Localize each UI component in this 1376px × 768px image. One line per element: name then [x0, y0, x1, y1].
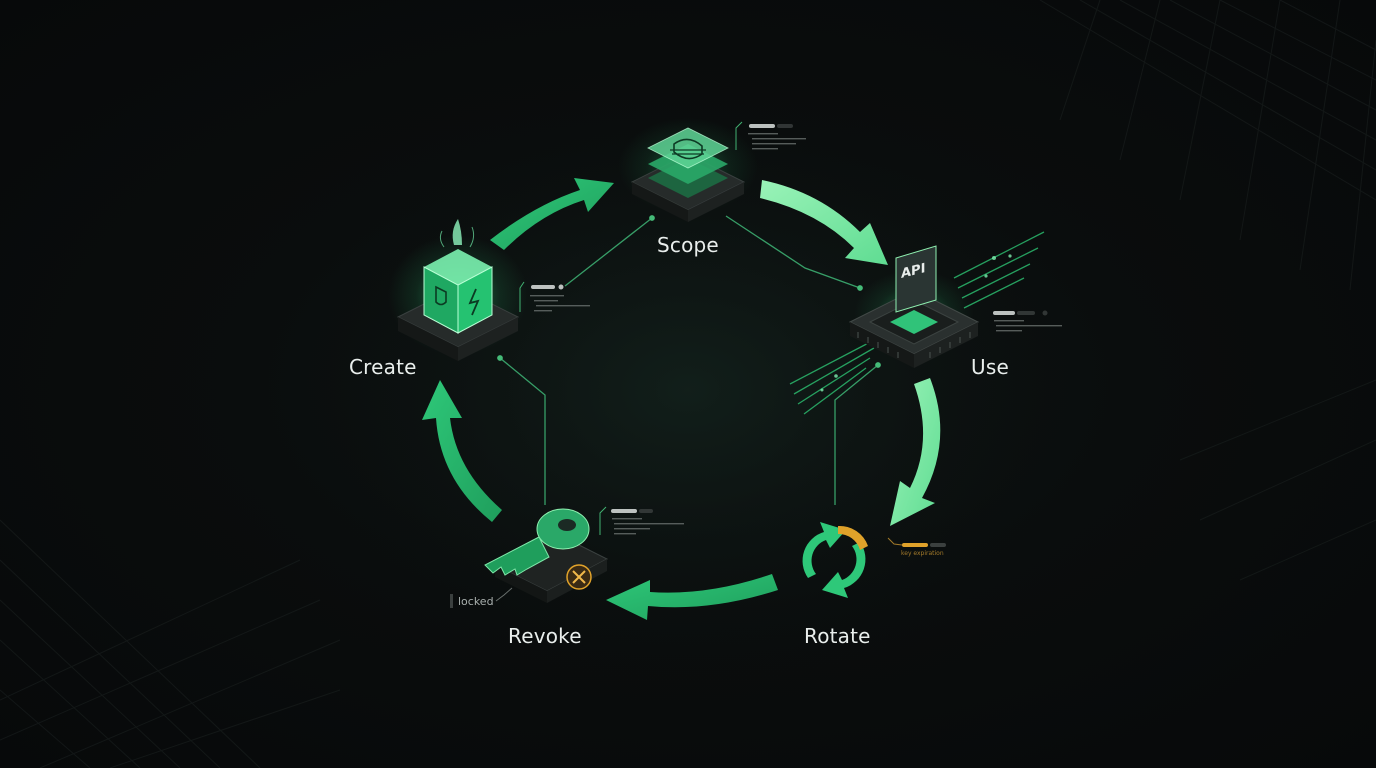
arrow-revoke-to-create [422, 380, 502, 522]
stage-label-use: Use [971, 355, 1009, 379]
stage-label-create: Create [349, 355, 417, 379]
arrow-scope-to-use [760, 180, 888, 265]
scope-node [618, 118, 758, 222]
rotate-arrows-icon [802, 522, 868, 598]
arrow-create-to-scope [490, 178, 614, 250]
connector-lines [497, 215, 881, 505]
create-node [388, 219, 528, 361]
create-code-snippet [519, 281, 590, 312]
key-with-x-icon [484, 508, 592, 590]
rotate-note-bar [887, 537, 946, 547]
use-code-snippet [993, 310, 1062, 332]
stage-label-scope: Scope [657, 233, 719, 257]
glowing-cube-icon [423, 219, 493, 334]
api-chip-icon [895, 245, 937, 313]
arrow-use-to-rotate [890, 378, 941, 526]
use-node [789, 231, 1045, 415]
revoke-locked-note: locked [458, 595, 494, 608]
locked-indicator [450, 587, 513, 608]
rotate-expiration-note: key expiration [901, 550, 944, 557]
rotate-node [802, 522, 868, 598]
revoke-code-snippet [599, 506, 684, 535]
revoke-node [484, 508, 609, 603]
scope-code-snippet [735, 121, 806, 150]
stage-label-rotate: Rotate [804, 624, 871, 648]
arrow-rotate-to-revoke [606, 574, 778, 620]
layered-lock-icon [647, 127, 729, 198]
stage-label-revoke: Revoke [508, 624, 582, 648]
